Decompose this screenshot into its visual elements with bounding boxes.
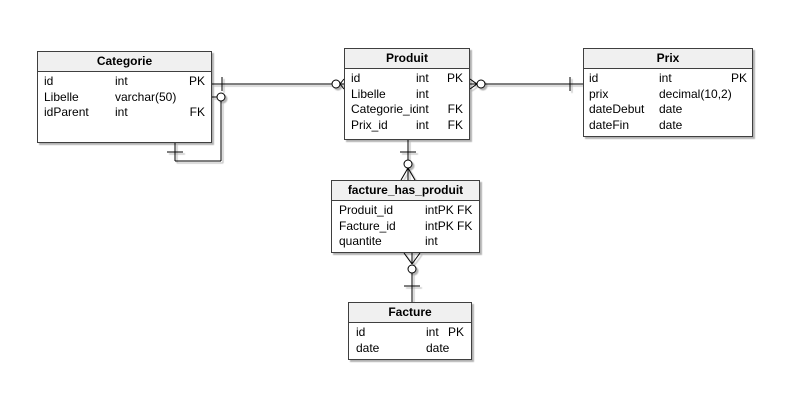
field-row: id int PK bbox=[356, 325, 464, 341]
field-row: dateDebut date bbox=[589, 102, 747, 118]
field-row: date date bbox=[356, 341, 464, 357]
field-key-badge: PK bbox=[446, 71, 463, 85]
field-key-badge: PK bbox=[188, 74, 205, 88]
field-type: int bbox=[416, 71, 429, 85]
field-type: date bbox=[426, 340, 450, 355]
cardinality-zero-circle bbox=[476, 79, 486, 89]
field-name: Prix_id bbox=[351, 117, 388, 132]
connector-produit-prix[interactable] bbox=[469, 77, 583, 91]
field-name: idParent bbox=[44, 105, 89, 119]
field-row: Libelle varchar(50) bbox=[44, 90, 205, 106]
field-type: int bbox=[425, 218, 438, 233]
field-name: id bbox=[351, 71, 361, 85]
cardinality-zero-circle bbox=[216, 92, 226, 102]
field-type: date bbox=[659, 117, 683, 132]
field-key-badge: PK bbox=[730, 71, 747, 85]
field-key-badge: PK FK bbox=[437, 203, 473, 217]
field-row: id int PK bbox=[351, 71, 463, 87]
connector-produit-facture_has_produit[interactable] bbox=[400, 140, 416, 181]
field-name: Libelle bbox=[351, 86, 386, 101]
field-key-badge: FK bbox=[447, 117, 463, 132]
field-name: quantite bbox=[339, 234, 382, 248]
connector-categorie-produit[interactable] bbox=[212, 77, 345, 91]
field-key-badge: FK bbox=[447, 102, 463, 116]
field-type: int bbox=[115, 74, 128, 88]
field-type: decimal(10,2) bbox=[659, 86, 732, 101]
field-name: dateFin bbox=[589, 117, 630, 132]
field-key-badge: FK bbox=[189, 105, 205, 119]
field-name: dateDebut bbox=[589, 102, 645, 116]
field-row: prix decimal(10,2) bbox=[589, 87, 747, 103]
field-type: int bbox=[416, 117, 429, 132]
connector-line bbox=[339, 78, 345, 85]
field-type: int bbox=[416, 86, 429, 101]
connector-line bbox=[469, 78, 478, 85]
connector-line bbox=[469, 83, 478, 90]
table-title: Prix bbox=[584, 49, 752, 69]
field-type: int bbox=[659, 71, 672, 85]
field-row: dateFin date bbox=[589, 118, 747, 134]
field-name: date bbox=[356, 340, 380, 355]
field-name: id bbox=[44, 74, 54, 88]
field-name: Libelle bbox=[44, 89, 79, 104]
table-title: Produit bbox=[345, 49, 469, 69]
field-row: id int PK bbox=[44, 74, 205, 90]
table-title: Facture bbox=[349, 303, 471, 323]
connector-line bbox=[411, 252, 421, 265]
connector-categorie-self[interactable] bbox=[167, 92, 226, 162]
field-type: int bbox=[426, 325, 439, 339]
field-type: int bbox=[425, 234, 438, 248]
cardinality-zero-circle bbox=[331, 79, 341, 89]
field-key-badge: PK FK bbox=[437, 218, 473, 233]
connector-facture_has_produit-facture[interactable] bbox=[403, 252, 421, 302]
field-row: idParent int FK bbox=[44, 105, 205, 121]
field-name: Produit_id bbox=[339, 203, 394, 217]
field-type: int bbox=[115, 105, 128, 119]
connector-line bbox=[407, 167, 416, 181]
field-type: int bbox=[416, 102, 429, 116]
connector-line bbox=[403, 252, 413, 265]
connector-line bbox=[339, 83, 345, 90]
field-name: Facture_id bbox=[339, 218, 396, 233]
field-type: int bbox=[425, 203, 438, 217]
table-title: Categorie bbox=[38, 52, 211, 72]
field-name: id bbox=[356, 325, 366, 339]
field-name: id bbox=[589, 71, 599, 85]
connector-line bbox=[400, 167, 409, 181]
field-row: quantite int bbox=[339, 234, 472, 250]
field-name: prix bbox=[589, 86, 609, 101]
cardinality-zero-circle bbox=[407, 264, 417, 274]
field-key-badge: PK bbox=[447, 325, 464, 339]
table-title: facture_has_produit bbox=[332, 181, 479, 201]
field-name: Categorie_id bbox=[351, 102, 416, 116]
field-row: Libelle int bbox=[351, 87, 463, 103]
field-row: id int PK bbox=[589, 71, 747, 87]
cardinality-zero-circle bbox=[403, 159, 413, 169]
field-type: varchar(50) bbox=[115, 89, 177, 104]
field-row: Prix_id int FK bbox=[351, 118, 463, 134]
field-type: date bbox=[659, 102, 683, 116]
